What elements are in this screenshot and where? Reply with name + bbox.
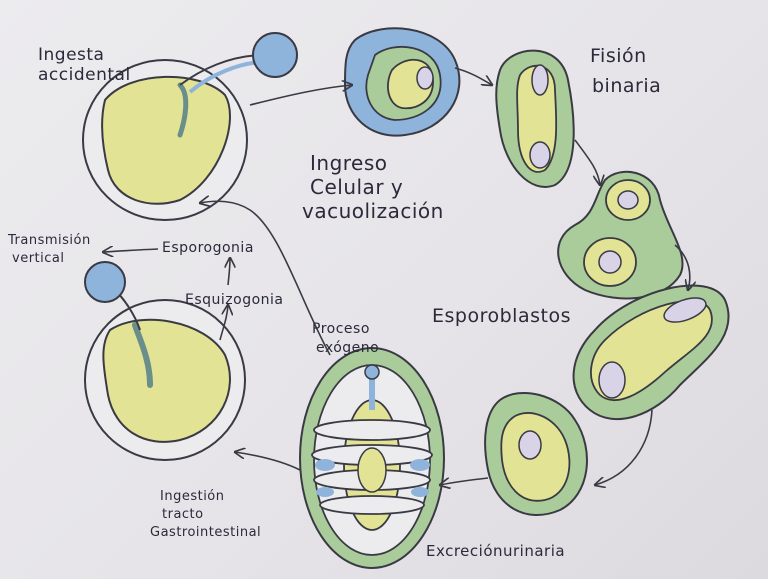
text-proceso: Proceso (312, 321, 370, 337)
text-transmision: Transmisión (7, 233, 91, 248)
cell-esporoblastos-lower (572, 284, 730, 420)
text-fision: Fisión (590, 45, 647, 67)
text-celular-y: Celular y (310, 175, 403, 199)
text-exogeno: exógeno (316, 340, 379, 356)
spore-proceso-exogeno (299, 347, 445, 569)
cell-fision-binaria (495, 49, 575, 188)
text-vacuolizacion: vacuolización (302, 199, 444, 223)
text-ingesta: Ingesta (38, 45, 104, 65)
text-vertical: vertical (12, 251, 64, 266)
cell-excrecion-urinaria (484, 391, 588, 516)
text-binaria: binaria (592, 75, 661, 97)
text-ingestion: Ingestión (160, 489, 225, 504)
label-excrecion-urinaria: Excreciónurinaria (426, 542, 565, 560)
label-esporogonia: Esporogonia (162, 240, 254, 256)
label-ingestion-tracto: Ingestión tracto Gastrointestinal (150, 489, 261, 540)
text-tracto: tracto (162, 507, 204, 522)
cycle-arrows (103, 67, 690, 485)
label-proceso-exogeno: Proceso exógeno (312, 321, 379, 356)
text-accidental: accidental (38, 65, 131, 85)
label-esporoblastos: Esporoblastos (432, 305, 571, 327)
text-ingreso: Ingreso (310, 151, 388, 175)
label-transmision-vertical: Transmisión vertical (7, 233, 91, 266)
text-gastrointestinal: Gastrointestinal (150, 525, 261, 540)
cell-ingreso-celular (343, 27, 461, 137)
spore-esquizogonia (84, 261, 246, 461)
label-ingreso-celular: Ingreso Celular y vacuolización (302, 151, 444, 223)
label-fision-binaria: Fisión binaria (590, 45, 661, 97)
label-esquizogonia: Esquizogonia (185, 292, 284, 308)
label-ingesta-accidental: Ingesta accidental (38, 45, 131, 85)
spore-ingesta-accidental (82, 32, 298, 221)
cell-esporoblastos-upper (557, 170, 684, 300)
